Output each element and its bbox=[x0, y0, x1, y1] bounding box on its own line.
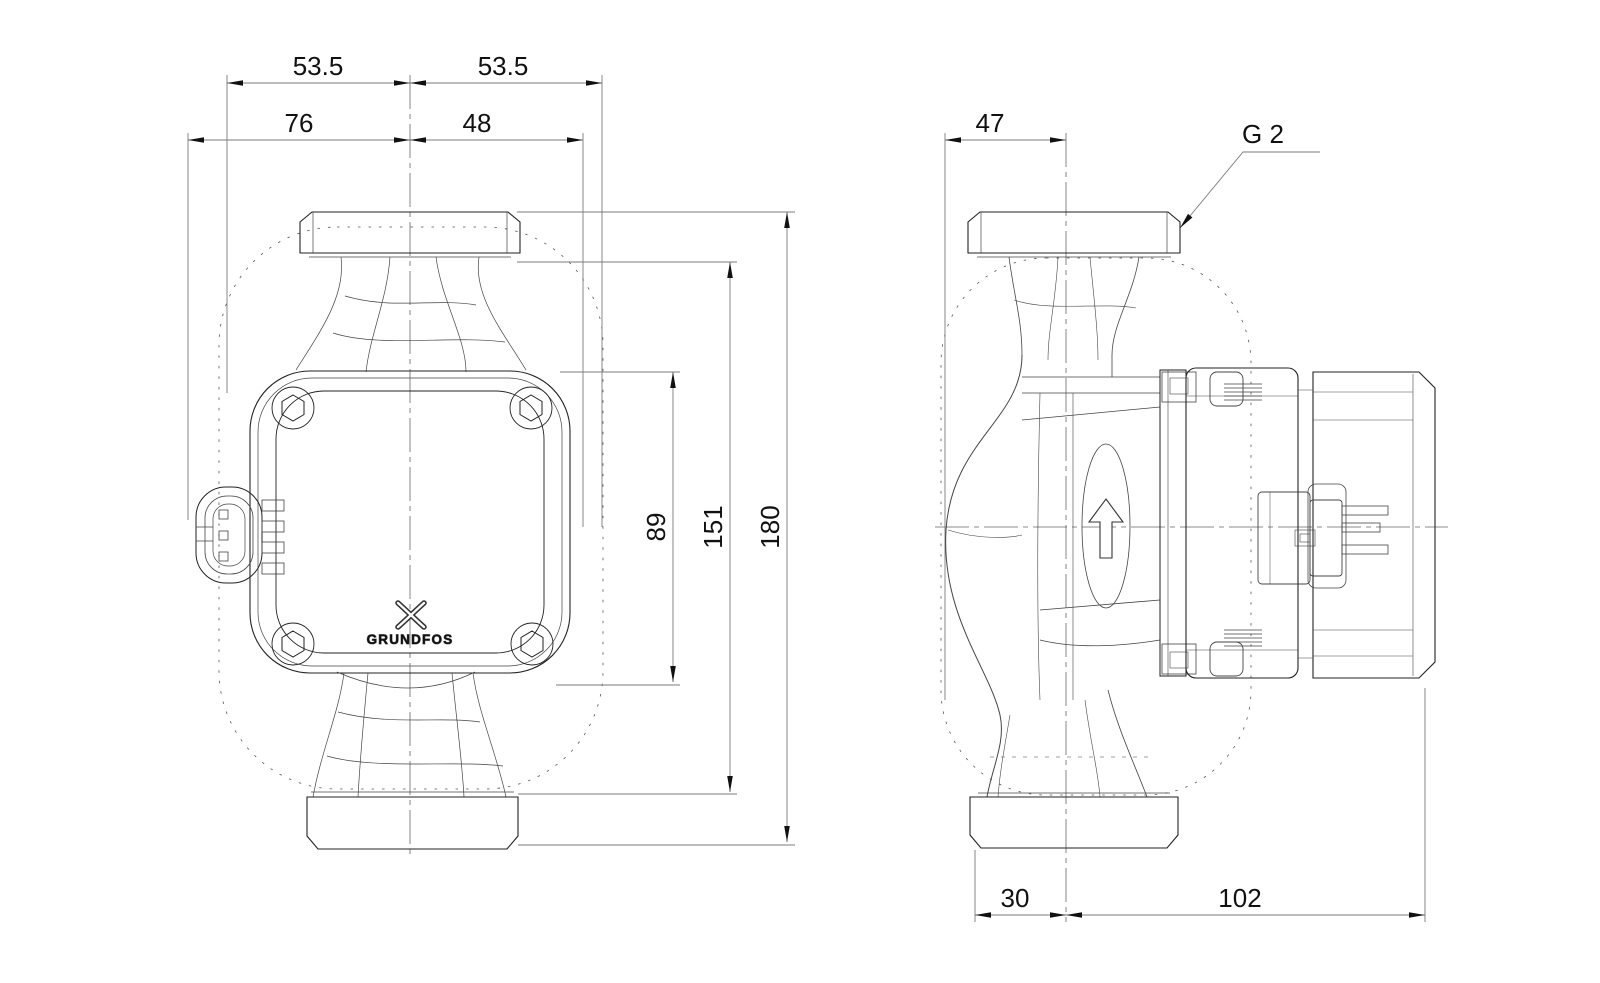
dim-side-half-width-label: 47 bbox=[976, 108, 1005, 138]
pipe-thread-label: G 2 bbox=[1242, 119, 1284, 149]
side-insulation-shell-outline bbox=[940, 257, 1252, 796]
dim-overall-height-label: 180 bbox=[755, 505, 785, 548]
dim-half-width-left-label: 53.5 bbox=[293, 51, 344, 81]
side-motor-end-cap bbox=[1298, 371, 1436, 679]
dim-half-width-right-label: 53.5 bbox=[478, 51, 529, 81]
flow-direction-indicator bbox=[1081, 443, 1131, 609]
dim-depth-left-label: 30 bbox=[1001, 883, 1030, 913]
side-neck-volute bbox=[945, 256, 1161, 798]
side-stator-housing bbox=[1185, 367, 1299, 679]
dim-center-to-right-label: 48 bbox=[463, 108, 492, 138]
flow-arrow-icon bbox=[1087, 498, 1125, 559]
front-electrical-connector bbox=[195, 486, 285, 584]
front-upper-neck bbox=[295, 256, 527, 373]
dim-plug-to-center-label: 76 bbox=[285, 108, 314, 138]
front-pump-body: GRUNDFOS bbox=[249, 370, 571, 674]
dim-flange-span-label: 151 bbox=[698, 505, 728, 548]
front-view: GRUNDFOS bbox=[187, 51, 795, 858]
front-insulation-shell-outline bbox=[218, 226, 604, 790]
front-dimension-arrows bbox=[188, 80, 790, 842]
dim-body-height-label: 89 bbox=[641, 513, 671, 542]
side-electrical-connector bbox=[1257, 483, 1389, 589]
grundfos-logo: GRUNDFOS bbox=[366, 600, 454, 647]
front-dimension-lines bbox=[187, 75, 795, 846]
side-mounting-plate bbox=[1159, 369, 1262, 677]
threaded-stud-bottom bbox=[1224, 629, 1262, 647]
corner-bolt-bosses bbox=[271, 386, 554, 666]
dim-depth-right-label: 102 bbox=[1218, 883, 1261, 913]
side-dimension-arrows bbox=[945, 137, 1425, 918]
side-view: 47 G 2 30 102 bbox=[935, 108, 1448, 922]
side-dimension-lines bbox=[944, 133, 1426, 922]
connector-mounting-tabs bbox=[261, 499, 285, 575]
brand-logo-text: GRUNDFOS bbox=[367, 632, 454, 647]
front-bottom-flange bbox=[306, 791, 519, 850]
side-bottom-flange bbox=[969, 756, 1179, 849]
front-top-flange bbox=[299, 211, 521, 258]
side-top-flange bbox=[967, 211, 1181, 258]
threaded-stud-top bbox=[1224, 383, 1262, 401]
front-lower-neck bbox=[312, 671, 507, 798]
